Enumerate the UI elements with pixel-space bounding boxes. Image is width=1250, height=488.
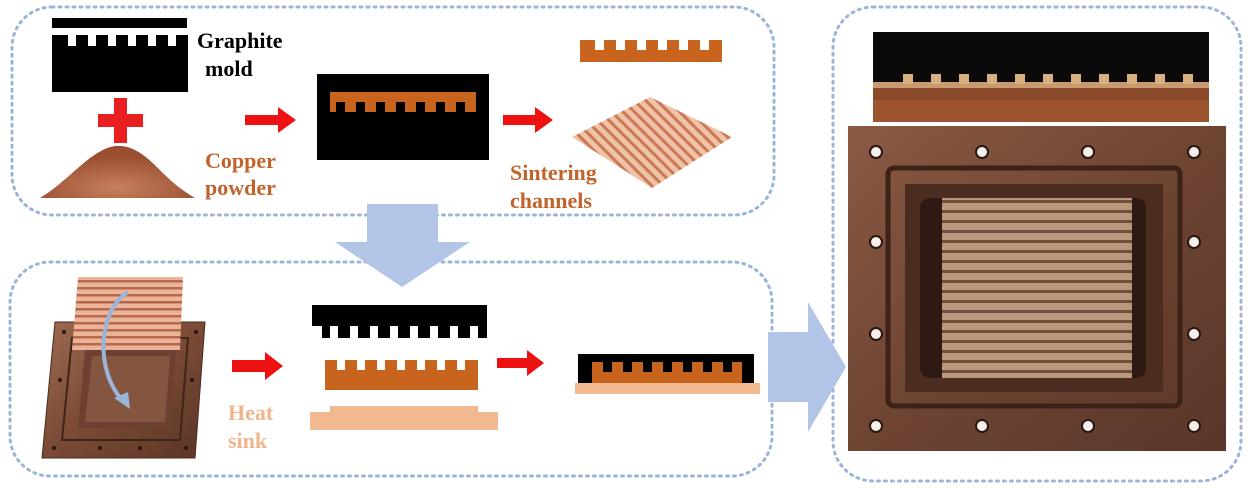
copper-powder-label-line1: Copper <box>205 148 276 173</box>
heat-sink-label-line1: Heat <box>228 400 274 425</box>
copper-powder-label-line2: powder <box>205 175 276 200</box>
graphite-mold <box>52 18 188 92</box>
copper-powder-pile <box>40 145 195 198</box>
channel-sheet-floating <box>72 277 183 350</box>
graphite-mold-label-line1: Graphite <box>197 28 283 53</box>
red-right-arrow-icon <box>503 107 553 133</box>
curved-placement-arrow-icon <box>101 290 130 402</box>
sintered-channel-plate <box>572 97 732 188</box>
sintered-channel-comb <box>580 40 722 62</box>
large-down-arrow-icon <box>335 204 470 287</box>
heat-sink-label-line2: sink <box>228 428 268 453</box>
heat-sink-base-exploded <box>310 406 498 430</box>
plus-icon <box>98 98 143 143</box>
heat-sink-photo <box>848 126 1226 451</box>
graphite-mold-exploded <box>312 305 487 338</box>
copper-comb-exploded <box>325 360 478 390</box>
photo-panel <box>831 5 1243 483</box>
red-right-arrow-icon <box>497 350 544 376</box>
graphite-mold-label-line2: mold <box>205 56 253 81</box>
red-right-arrow-icon <box>245 107 296 133</box>
red-right-arrow-icon <box>232 352 283 380</box>
assembled-stack <box>575 354 760 394</box>
large-right-arrow-icon <box>768 302 846 432</box>
sintering-label-line2: channels <box>510 188 592 213</box>
channel-cross-section-photo <box>873 32 1209 122</box>
sintering-label-line1: Sintering <box>510 160 597 185</box>
mold-with-copper <box>317 74 489 160</box>
curved-placement-arrowhead <box>114 392 130 409</box>
